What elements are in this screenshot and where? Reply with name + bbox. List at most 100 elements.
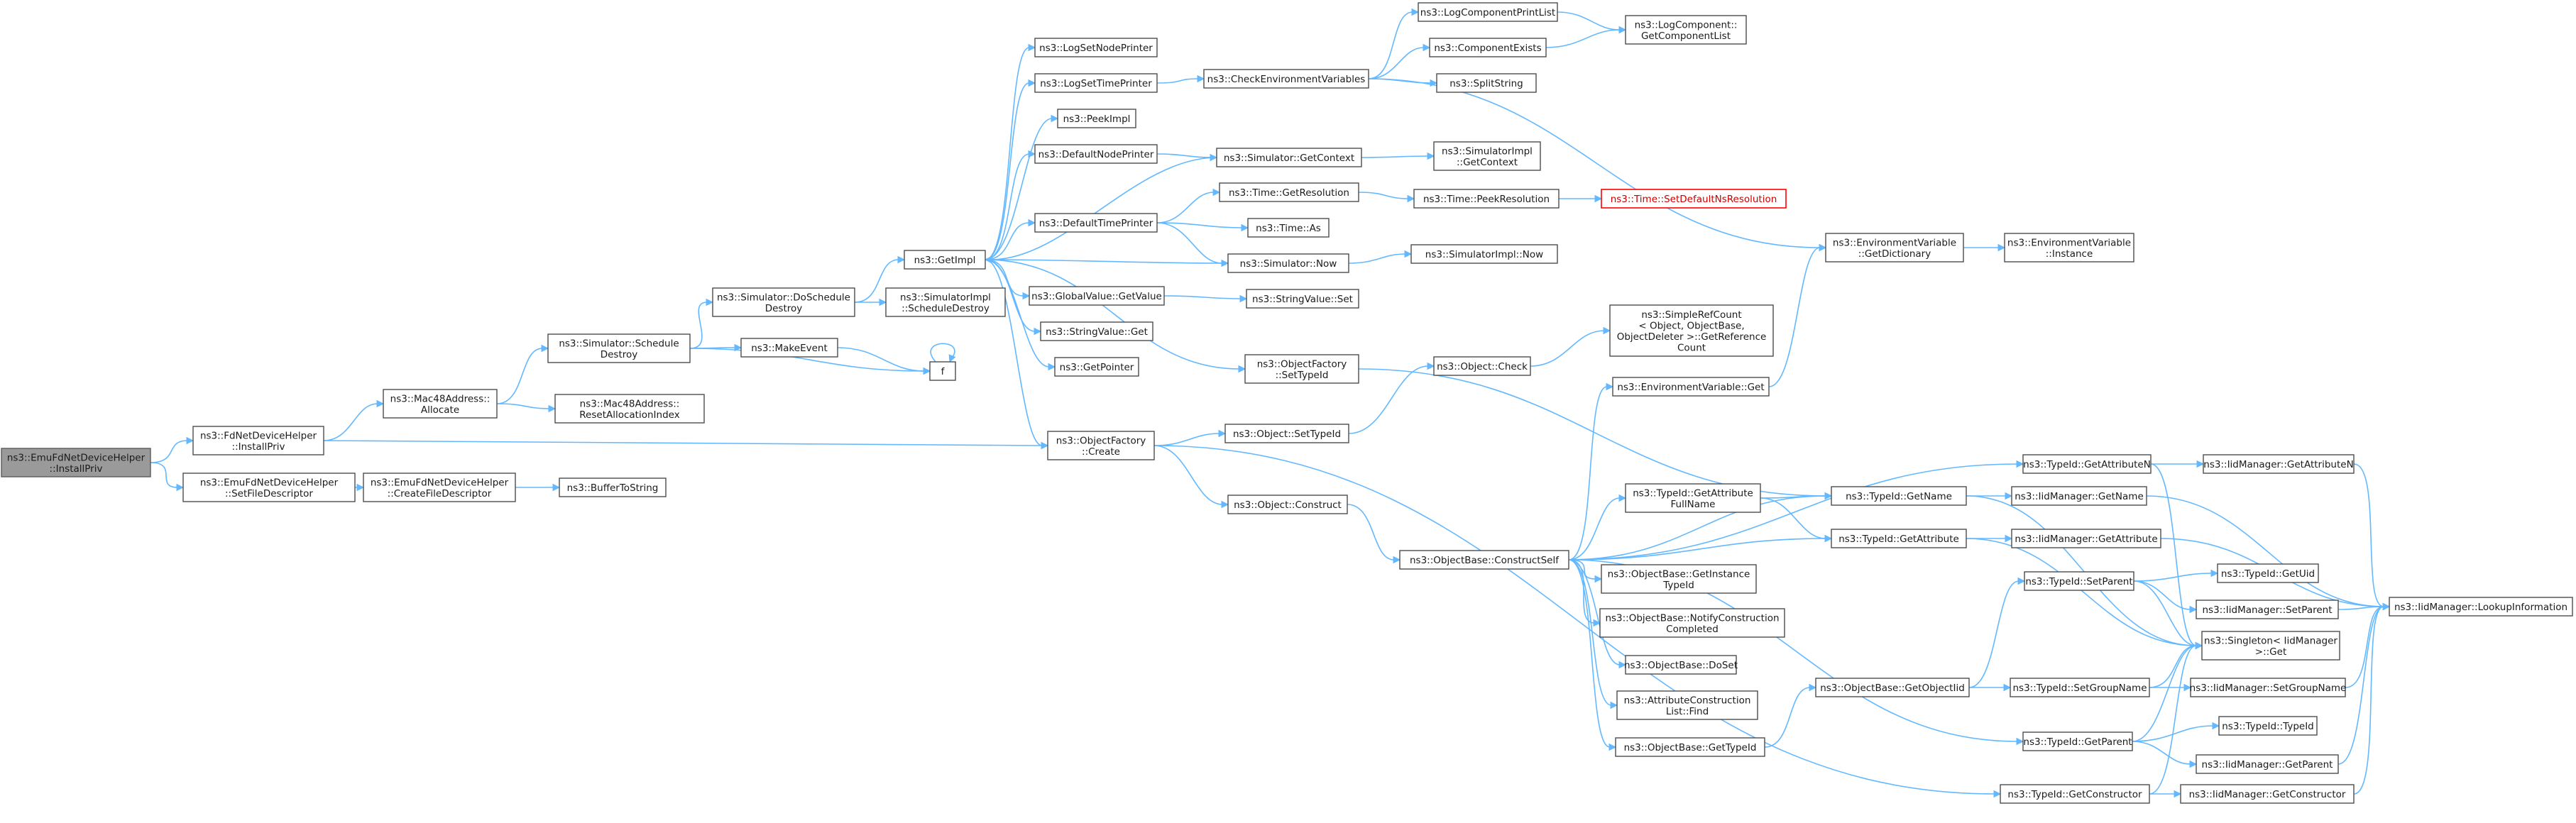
node-simplerefcount[interactable]: ns3::SimpleRefCount< Object, ObjectBase,… bbox=[1609, 304, 1774, 357]
node-simimplnow[interactable]: ns3::SimulatorImpl::Now bbox=[1410, 244, 1558, 264]
node-logsetnode[interactable]: ns3::LogSetNodePrinter bbox=[1034, 38, 1158, 57]
node-iidgetattr[interactable]: ns3::IidManager::GetAttribute bbox=[2011, 529, 2161, 548]
node-svget[interactable]: ns3::StringValue::Get bbox=[1040, 321, 1153, 341]
edge-line bbox=[2353, 606, 2384, 795]
node-deftime[interactable]: ns3::DefaultTimePrinter bbox=[1034, 213, 1158, 233]
node-envgetdict[interactable]: ns3::EnvironmentVariable::GetDictionary bbox=[1825, 233, 1964, 263]
node-iidgetattrn[interactable]: ns3::IidManager::GetAttributeN bbox=[2203, 454, 2355, 474]
node-splitstr[interactable]: ns3::SplitString bbox=[1436, 73, 1537, 93]
edge-arrowhead bbox=[1603, 326, 1611, 335]
node-ofcreate[interactable]: ns3::ObjectFactory::Create bbox=[1047, 431, 1155, 460]
edge-line bbox=[1568, 559, 1612, 706]
node-obdoset[interactable]: ns3::ObjectBase::DoSet bbox=[1624, 655, 1738, 675]
node-peekimpl[interactable]: ns3::PeekImpl bbox=[1057, 109, 1136, 128]
node-simimplsched[interactable]: ns3::SimulatorImpl::ScheduleDestroy bbox=[885, 287, 1006, 317]
edge-arrowhead bbox=[1048, 363, 1056, 371]
node-iidgetname[interactable]: ns3::IidManager::GetName bbox=[2011, 486, 2147, 506]
node-box bbox=[1612, 377, 1770, 397]
node-label: ::GetDictionary bbox=[1858, 248, 1931, 260]
node-label: ::Instance bbox=[2046, 248, 2093, 260]
node-svset[interactable]: ns3::StringValue::Set bbox=[1246, 289, 1359, 309]
node-resetalloc[interactable]: ns3::Mac48Address::ResetAllocationIndex bbox=[554, 394, 705, 424]
edge-checkenv-to-logcpl bbox=[1368, 8, 1420, 79]
node-label: ns3::Simulator::DoSchedule bbox=[717, 292, 850, 303]
node-envvarget[interactable]: ns3::EnvironmentVariable::Get bbox=[1612, 377, 1770, 397]
edge-arrowhead bbox=[2189, 760, 2198, 768]
node-logsettime[interactable]: ns3::LogSetTimePrinter bbox=[1034, 73, 1158, 93]
node-makeevent[interactable]: ns3::MakeEvent bbox=[740, 338, 838, 358]
node-obgettid[interactable]: ns3::ObjectBase::GetTypeId bbox=[1615, 737, 1765, 757]
node-timepeekres[interactable]: ns3::Time::PeekResolution bbox=[1413, 189, 1560, 209]
node-iidsetgroup[interactable]: ns3::IidManager::SetGroupName bbox=[2190, 678, 2347, 697]
node-timesetdef[interactable]: ns3::Time::SetDefaultNsResolution bbox=[1601, 189, 1787, 209]
edge-arrowhead bbox=[2174, 790, 2182, 798]
node-buf2str[interactable]: ns3::BufferToString bbox=[559, 477, 667, 497]
edge-tidgetctor-to-iidgetctor bbox=[2149, 790, 2182, 798]
node-timeas[interactable]: ns3::Time::As bbox=[1247, 218, 1330, 238]
node-defnode[interactable]: ns3::DefaultNodePrinter bbox=[1034, 144, 1158, 164]
node-singleton[interactable]: ns3::Singleton< IidManager>::Get bbox=[2201, 631, 2340, 661]
node-obgetoid[interactable]: ns3::ObjectBase::GetObjectIid bbox=[1815, 678, 1970, 697]
node-tidgetattr[interactable]: ns3::TypeId::GetAttribute bbox=[1831, 529, 1967, 548]
node-objconstruct[interactable]: ns3::Object::Construct bbox=[1227, 495, 1348, 514]
node-alloc[interactable]: ns3::Mac48Address::Allocate bbox=[383, 389, 498, 419]
node-tidsetparent[interactable]: ns3::TypeId::SetParent bbox=[2024, 571, 2134, 591]
edge-objcheck-to-simplerefcount bbox=[1530, 326, 1611, 367]
node-objcheck[interactable]: ns3::Object::Check bbox=[1433, 356, 1531, 376]
node-getptr[interactable]: ns3::GetPointer bbox=[1054, 357, 1139, 377]
node-tidsetgroup[interactable]: ns3::TypeId::SetGroupName bbox=[2010, 678, 2150, 697]
node-timegetres[interactable]: ns3::Time::GetResolution bbox=[1219, 182, 1359, 202]
node-objsettid[interactable]: ns3::Object::SetTypeId bbox=[1224, 424, 1349, 443]
node-simsched[interactable]: ns3::Simulator::ScheduleDestroy bbox=[547, 333, 691, 363]
node-getimpl[interactable]: ns3::GetImpl bbox=[904, 250, 986, 270]
edge-fdinst-to-alloc bbox=[323, 399, 385, 441]
edge-obgettid-to-obgetoid bbox=[1764, 683, 1817, 748]
node-simimplgetctx[interactable]: ns3::SimulatorImpl::GetContext bbox=[1433, 141, 1541, 171]
node-envinst[interactable]: ns3::EnvironmentVariable::Instance bbox=[2004, 233, 2134, 263]
node-setfd[interactable]: ns3::EmuFdNetDeviceHelper::SetFileDescri… bbox=[182, 473, 356, 502]
node-tidgetname[interactable]: ns3::TypeId::GetName bbox=[1831, 486, 1967, 506]
node-getcomplist[interactable]: ns3::LogComponent::GetComponentList bbox=[1625, 15, 1747, 45]
node-label: ::InstallPriv bbox=[50, 463, 103, 475]
node-tidgetparent[interactable]: ns3::TypeId::GetParent bbox=[2022, 731, 2133, 751]
node-tidgetuid[interactable]: ns3::TypeId::GetUid bbox=[2217, 563, 2319, 583]
node-iidgetctor[interactable]: ns3::IidManager::GetConstructor bbox=[2180, 784, 2355, 804]
node-obconstructself[interactable]: ns3::ObjectBase::ConstructSelf bbox=[1399, 550, 1569, 570]
node-tidgetctor[interactable]: ns3::TypeId::GetConstructor bbox=[2000, 784, 2150, 804]
edge-line bbox=[1361, 155, 1429, 158]
edge-line bbox=[1348, 253, 1406, 264]
node-f[interactable]: f bbox=[929, 361, 956, 381]
edge-line bbox=[2132, 741, 2191, 765]
node-label: ObjectDeleter >::GetReference bbox=[1617, 331, 1767, 343]
node-tidtypeid[interactable]: ns3::TypeId::TypeId bbox=[2218, 716, 2318, 736]
edge-ofcreate-to-tidgetctor bbox=[1153, 445, 2002, 798]
edge-line bbox=[2149, 645, 2197, 795]
node-fdinst[interactable]: ns3::FdNetDeviceHelper::InstallPriv bbox=[192, 426, 324, 455]
node-obnotify[interactable]: ns3::ObjectBase::NotifyConstructionCompl… bbox=[1599, 608, 1785, 638]
node-simgetctx[interactable]: ns3::Simulator::GetContext bbox=[1216, 148, 1362, 167]
node-checkenv[interactable]: ns3::CheckEnvironmentVariables bbox=[1203, 69, 1369, 89]
node-ofsettid[interactable]: ns3::ObjectFactory::SetTypeId bbox=[1244, 354, 1359, 384]
node-compexists[interactable]: ns3::ComponentExists bbox=[1429, 38, 1547, 57]
node-gvget[interactable]: ns3::GlobalValue::GetValue bbox=[1029, 286, 1165, 306]
node-root[interactable]: ns3::EmuFdNetDeviceHelper::InstallPriv bbox=[1, 448, 151, 477]
node-box bbox=[929, 361, 956, 381]
node-iidsetparent[interactable]: ns3::IidManager::SetParent bbox=[2196, 600, 2339, 619]
node-lookup[interactable]: ns3::IidManager::LookupInformation bbox=[2389, 597, 2573, 617]
edge-iidgetname-to-lookup bbox=[2146, 495, 2391, 611]
edge-line bbox=[985, 259, 1043, 446]
edge-checkenv-to-compexists bbox=[1368, 43, 1431, 79]
node-label: ns3::TypeId::GetName bbox=[1846, 491, 1952, 502]
node-createfd[interactable]: ns3::EmuFdNetDeviceHelper::CreateFileDes… bbox=[363, 473, 516, 502]
node-iidgetparent[interactable]: ns3::IidManager::GetParent bbox=[2196, 754, 2339, 774]
node-box bbox=[2218, 716, 2318, 736]
node-label: ::GetContext bbox=[1457, 157, 1518, 168]
node-logcpl[interactable]: ns3::LogComponentPrintList bbox=[1418, 2, 1558, 22]
node-tidgetattrn[interactable]: ns3::TypeId::GetAttributeN bbox=[2022, 454, 2152, 474]
node-simnow[interactable]: ns3::Simulator::Now bbox=[1227, 253, 1349, 273]
edge-line bbox=[1156, 192, 1215, 223]
